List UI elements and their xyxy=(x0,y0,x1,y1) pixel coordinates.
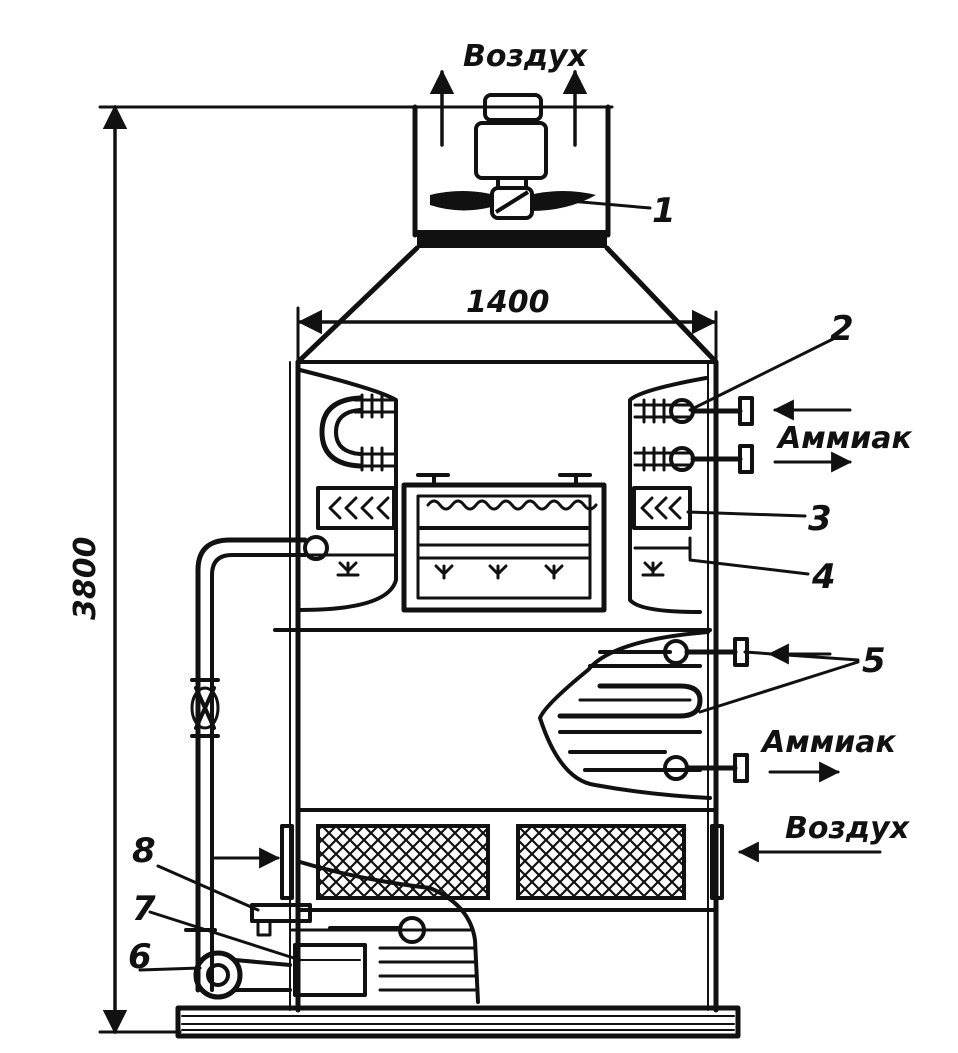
width-dimension: 1400 xyxy=(296,285,718,362)
air-outlet-label: Воздух xyxy=(463,39,589,74)
hood xyxy=(295,245,719,365)
callout-7: 7 xyxy=(132,889,156,929)
circulation-pipe xyxy=(190,535,329,993)
callout-3: 3 xyxy=(808,499,832,539)
sump-cutaway xyxy=(250,860,480,1004)
callout-1: 1 xyxy=(652,191,676,231)
center-cutaway xyxy=(401,473,607,613)
air-inlet-label: Воздух xyxy=(785,811,911,846)
height-dimension-label: 3800 xyxy=(68,537,103,621)
callout-6: 6 xyxy=(128,937,152,977)
callout-8: 8 xyxy=(132,831,156,871)
right-cutaway-lower xyxy=(538,630,749,800)
ammonia-lower-arrows: Аммиак xyxy=(760,643,897,783)
ammonia-upper-arrows: Аммиак xyxy=(772,399,913,473)
callout-numbers: 1 2 3 4 5 6 7 8 xyxy=(128,191,886,977)
air-inlet-louvers xyxy=(280,824,724,900)
callout-2: 2 xyxy=(830,309,854,349)
air-outlet-arrows: Воздух xyxy=(429,39,589,147)
width-dimension-label: 1400 xyxy=(466,285,550,320)
right-cutaway-upper xyxy=(628,376,754,614)
left-cutaway-upper xyxy=(298,368,398,612)
base xyxy=(175,1005,741,1039)
air-inlet-arrows: Воздух xyxy=(213,811,911,869)
callout-leaders xyxy=(138,196,860,972)
casing xyxy=(273,359,719,1013)
ammonia-lower-label: Аммиак xyxy=(760,725,897,760)
ammonia-upper-label: Аммиак xyxy=(776,421,913,456)
height-dimension: 3800 xyxy=(68,104,417,1035)
callout-4: 4 xyxy=(811,557,836,597)
callout-5: 5 xyxy=(862,641,886,681)
